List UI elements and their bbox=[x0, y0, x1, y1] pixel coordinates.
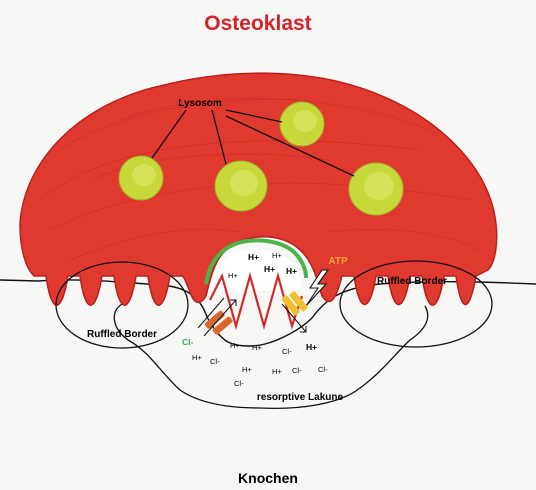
h-ion: H+ bbox=[192, 353, 202, 362]
h-ion: H+ bbox=[272, 251, 282, 260]
atp-label: ATP bbox=[328, 256, 348, 267]
h-ion: H+ bbox=[242, 365, 252, 374]
cl-ion: Cl- bbox=[292, 366, 302, 375]
diagram-title: Osteoklast bbox=[204, 12, 311, 35]
cl-ion: Cl- bbox=[282, 347, 292, 356]
bone-label: Knochen bbox=[238, 470, 298, 486]
h-ion: H+ bbox=[272, 367, 282, 376]
cl-ion: Cl- bbox=[318, 365, 328, 374]
ruffled-border-right-label: Ruffled Border bbox=[377, 276, 447, 287]
h-ion: H+ bbox=[230, 341, 240, 350]
h-ion: H+ bbox=[306, 342, 317, 352]
cl-ion: Cl- bbox=[210, 357, 220, 366]
h-ion: H+ bbox=[252, 343, 262, 352]
chloride-ion-label: Cl- bbox=[182, 337, 194, 347]
proton-pump-icon bbox=[281, 291, 309, 316]
cl-ion: Cl- bbox=[234, 379, 244, 388]
resorptive-lacuna-label: resorptive Lakune bbox=[257, 392, 344, 403]
h-ion: H+ bbox=[286, 266, 297, 276]
h-ion: H+ bbox=[264, 264, 275, 274]
ruffled-border-left-label: Ruffled Border bbox=[87, 329, 157, 340]
h-ion: H+ bbox=[248, 252, 259, 262]
h-ion: H+ bbox=[228, 271, 238, 280]
lysosome-label: Lysosom bbox=[178, 98, 222, 109]
lacuna-ions: H+ H+ H+ H+ H+ H+ Cl- Cl- Cl- Cl- Cl- bbox=[192, 341, 328, 388]
